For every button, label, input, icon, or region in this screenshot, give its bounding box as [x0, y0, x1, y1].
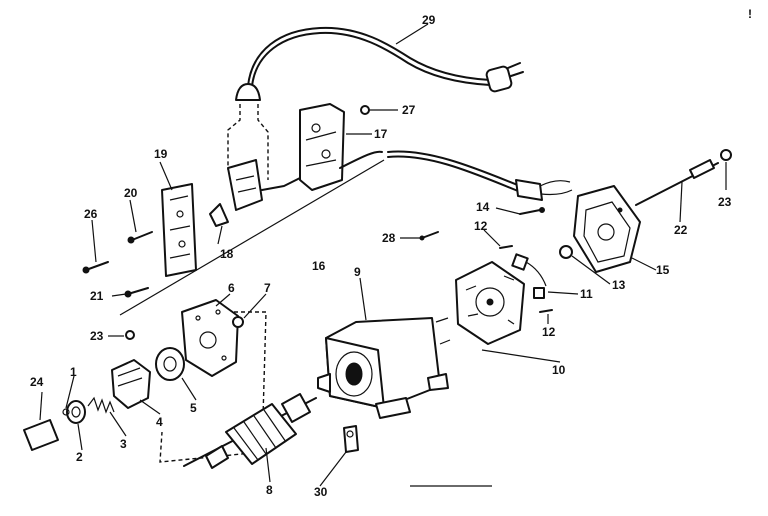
part-26-screw — [82, 261, 109, 274]
part-23-nut-left — [125, 330, 135, 340]
part-15-end-cap — [573, 185, 641, 273]
assembly-dashed-box — [159, 311, 267, 463]
part-22-through-bolt — [635, 159, 719, 206]
part-19-switch-box — [161, 183, 197, 277]
part-16-motor-cord — [119, 150, 573, 316]
label-30: 30 — [314, 485, 328, 499]
label-17: 17 — [374, 127, 388, 141]
label-15: 15 — [656, 263, 670, 277]
part-number-labels: 29 27 17 19 20 26 18 16 21 14 23 22 28 1… — [30, 7, 752, 499]
part-21-screw — [124, 287, 149, 298]
label-28: 28 — [382, 231, 396, 245]
label-23-right: 23 — [718, 195, 732, 209]
label-2: 2 — [76, 450, 83, 464]
label-22: 22 — [674, 223, 688, 237]
part-28-screw — [419, 231, 439, 241]
label-18: 18 — [220, 247, 234, 261]
edge-mark: ! — [748, 7, 752, 21]
part-8-armature — [183, 393, 317, 469]
part-12-brush-bottom — [539, 309, 553, 313]
part-30-screw — [343, 425, 359, 453]
part-10-brush-plate — [455, 261, 561, 363]
part-11-brush-spring — [525, 261, 547, 299]
part-23-nut-right — [720, 149, 732, 161]
part-13-washer — [559, 245, 573, 259]
label-8: 8 — [266, 483, 273, 497]
part-20-bolt — [127, 231, 153, 244]
label-24: 24 — [30, 375, 44, 389]
label-13: 13 — [612, 278, 626, 292]
label-16: 16 — [312, 259, 326, 273]
part-7-washer — [232, 316, 244, 328]
label-23-left: 23 — [90, 329, 104, 343]
part-29-power-cord — [235, 26, 524, 101]
label-9: 9 — [354, 265, 361, 279]
label-11: 11 — [580, 287, 593, 301]
label-1: 1 — [70, 365, 77, 379]
part-27-screw — [360, 105, 398, 115]
part-3-spring — [87, 396, 115, 414]
label-7: 7 — [264, 281, 271, 295]
part-1-retaining-ring — [62, 408, 70, 416]
label-12-top: 12 — [474, 219, 488, 233]
label-3: 3 — [120, 437, 127, 451]
part-24-cap — [23, 419, 59, 451]
part-14-screw — [519, 207, 545, 215]
part-2-washer — [66, 400, 86, 424]
part-12-brush-top — [499, 245, 529, 271]
part-4-gear — [111, 359, 151, 409]
leader-lines — [39, 23, 727, 487]
label-19: 19 — [154, 147, 168, 161]
label-12-bottom: 12 — [542, 325, 556, 339]
label-26: 26 — [84, 207, 98, 221]
part-18-cap — [209, 203, 229, 227]
part-6-end-shield — [181, 299, 239, 377]
label-29: 29 — [422, 13, 436, 27]
label-27: 27 — [402, 103, 416, 117]
switch-assembly — [227, 104, 301, 211]
label-20: 20 — [124, 186, 138, 200]
label-10: 10 — [552, 363, 566, 377]
part-9-motor-housing — [317, 317, 451, 419]
label-14: 14 — [476, 200, 490, 214]
part-5-bearing — [155, 347, 185, 381]
label-21: 21 — [90, 289, 104, 303]
label-4: 4 — [156, 415, 163, 429]
part-17-switch-bracket — [299, 103, 345, 191]
label-6: 6 — [228, 281, 235, 295]
label-5: 5 — [190, 401, 197, 415]
